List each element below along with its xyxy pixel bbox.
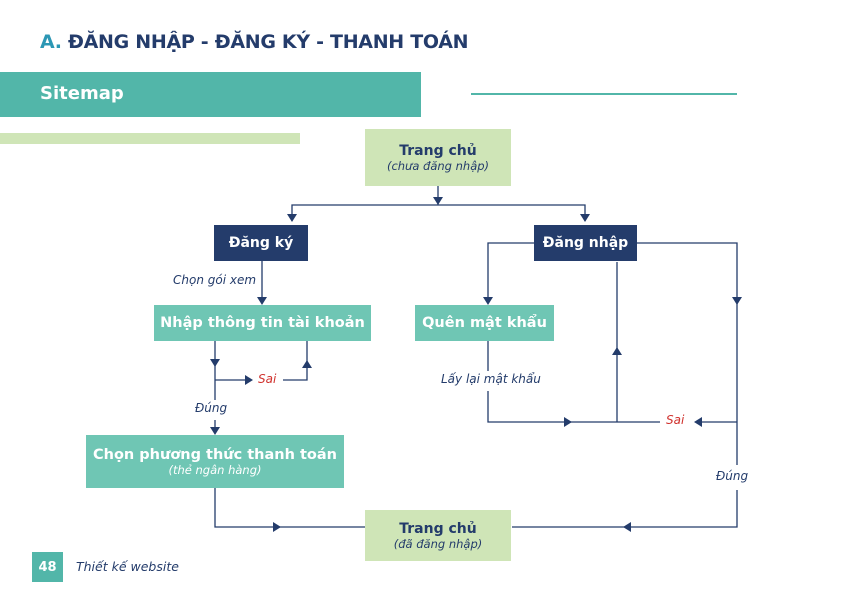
edge-label-wrong: Sai xyxy=(255,372,280,386)
node-enter-account-info: Nhập thông tin tài khoản xyxy=(154,305,371,341)
footer-text: Thiết kế website xyxy=(76,559,179,574)
node-title: Trang chủ xyxy=(399,142,477,159)
node-title: Đăng ký xyxy=(228,235,294,251)
edge-label-choose-package: Chọn gói xem xyxy=(170,273,260,287)
node-subtitle: (chưa đăng nhập) xyxy=(386,158,490,173)
edge-label-correct: Đúng xyxy=(192,401,231,415)
title-text: ĐĂNG NHẬP - ĐĂNG KÝ - THANH TOÁN xyxy=(68,31,469,53)
edge-dung-home xyxy=(512,490,738,528)
decorative-band xyxy=(0,133,300,144)
arrow-right-icon xyxy=(273,522,281,532)
arrow-down-icon xyxy=(210,359,220,367)
edge-branch xyxy=(291,204,586,221)
arrow-left-icon xyxy=(623,522,631,532)
edge-label-correct: Đúng xyxy=(713,469,752,483)
node-title: Trang chủ xyxy=(399,520,477,537)
node-title: Đăng nhập xyxy=(542,235,629,251)
arrow-down-icon xyxy=(483,297,493,305)
title-prefix: A. xyxy=(40,31,62,53)
arrow-left-icon xyxy=(694,417,702,427)
arrow-right-icon xyxy=(564,417,572,427)
arrow-down-icon xyxy=(257,297,267,305)
node-register: Đăng ký xyxy=(214,225,308,261)
node-home-member: Trang chủ (đã đăng nhập) xyxy=(365,510,511,561)
arrow-down-icon xyxy=(433,197,443,205)
arrow-down-icon xyxy=(732,297,742,305)
edge-payment-home xyxy=(214,488,365,528)
edge-label-wrong: Sai xyxy=(663,413,688,427)
node-title: Nhập thông tin tài khoản xyxy=(160,315,365,331)
edge-login-forgot xyxy=(487,242,534,300)
node-subtitle: (thẻ ngân hàng) xyxy=(168,462,262,477)
node-title: Quên mật khẩu xyxy=(422,315,547,331)
decorative-rule xyxy=(471,93,737,95)
edge-login-right xyxy=(637,242,738,465)
edge-recover xyxy=(487,391,617,423)
arrow-right-icon xyxy=(245,375,253,385)
node-login: Đăng nhập xyxy=(534,225,637,261)
node-forgot-password: Quên mật khẩu xyxy=(415,305,554,341)
node-home-guest: Trang chủ (chưa đăng nhập) xyxy=(365,129,511,186)
arrow-down-icon xyxy=(210,427,220,435)
arrow-down-icon xyxy=(580,214,590,222)
edge-sai-back xyxy=(283,340,308,381)
node-choose-payment: Chọn phương thức thanh toán (thẻ ngân hà… xyxy=(86,435,344,488)
page-number: 48 xyxy=(32,552,63,582)
section-band xyxy=(0,72,421,117)
edge-label-recover-password: Lấy lại mật khẩu xyxy=(438,372,544,386)
section-label: Sitemap xyxy=(40,83,124,104)
arrow-up-icon xyxy=(612,347,622,355)
arrow-down-icon xyxy=(287,214,297,222)
node-subtitle: (đã đăng nhập) xyxy=(393,536,483,551)
page-title: A. ĐĂNG NHẬP - ĐĂNG KÝ - THANH TOÁN xyxy=(40,31,469,53)
arrow-up-icon xyxy=(302,360,312,368)
node-title: Chọn phương thức thanh toán xyxy=(93,446,337,463)
